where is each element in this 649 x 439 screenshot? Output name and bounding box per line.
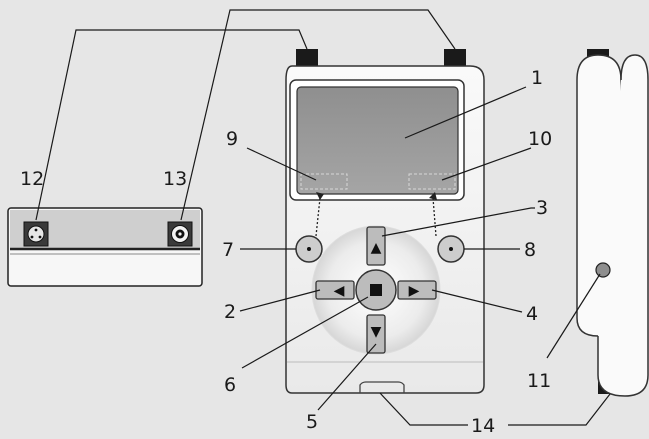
callout-4: 4 xyxy=(526,303,538,325)
callout-12: 12 xyxy=(20,168,44,190)
nav-down-button[interactable]: ▼ xyxy=(366,314,386,354)
callout-2: 2 xyxy=(224,301,236,323)
callout-5: 5 xyxy=(306,411,318,433)
callout-7: 7 xyxy=(222,239,234,261)
nav-right-button[interactable]: ▶ xyxy=(397,280,437,300)
callout-8: 8 xyxy=(524,239,536,261)
nav-up-button[interactable]: ▲ xyxy=(366,226,386,266)
top-connector-left xyxy=(296,49,318,66)
callout-10: 10 xyxy=(528,128,552,150)
side-button[interactable] xyxy=(595,262,611,278)
right-arrow-icon: ▶ xyxy=(409,283,420,299)
connector-end-view xyxy=(7,207,203,287)
left-arrow-icon: ◀ xyxy=(334,283,345,299)
remote-front-view: ▲ ▼ ◀ ▶ xyxy=(285,49,485,394)
softkey-label-right xyxy=(408,173,456,190)
callout-6: 6 xyxy=(224,374,236,396)
power-socket-icon xyxy=(23,221,49,247)
callout-11: 11 xyxy=(527,370,551,392)
callout-14: 14 xyxy=(471,415,495,434)
lcd-screen[interactable] xyxy=(296,86,459,195)
side-rear-shell xyxy=(597,54,649,397)
callout-1: 1 xyxy=(531,67,543,89)
top-connector-right xyxy=(444,49,466,66)
softkey-label-left xyxy=(300,173,348,190)
coax-socket-icon xyxy=(167,221,193,247)
up-arrow-icon: ▲ xyxy=(371,240,382,256)
callout-labels: 1 2 3 4 5 6 7 8 9 10 11 12 13 14 xyxy=(20,67,552,437)
nav-left-button[interactable]: ◀ xyxy=(315,280,355,300)
down-arrow-icon: ▼ xyxy=(371,324,382,340)
remote-side-view xyxy=(576,49,649,397)
nav-stop-button[interactable] xyxy=(355,269,397,311)
callout-13: 13 xyxy=(163,168,187,190)
callout-3: 3 xyxy=(536,197,548,219)
stop-icon xyxy=(370,284,382,296)
callout-9: 9 xyxy=(226,128,238,150)
bottom-slot xyxy=(359,381,405,393)
leader-lines xyxy=(35,9,611,426)
